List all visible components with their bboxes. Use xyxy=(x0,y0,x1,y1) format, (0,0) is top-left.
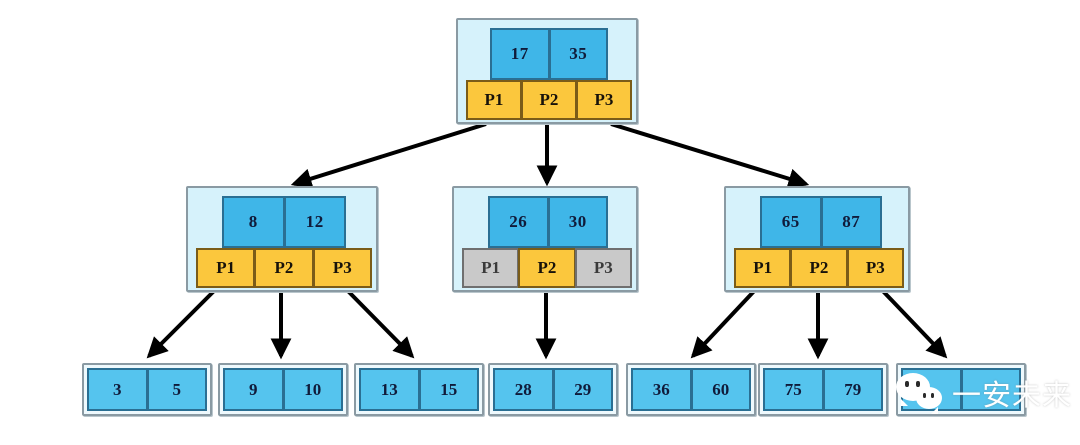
leaf-7-cell-0 xyxy=(901,368,962,411)
leaf-1-cell-0: 3 xyxy=(87,368,148,411)
root-pointer-p3[interactable]: P3 xyxy=(576,80,632,120)
root-key-0: 17 xyxy=(490,28,550,80)
root-keys: 17 35 xyxy=(490,28,608,80)
internal-right-pointer-p1[interactable]: P1 xyxy=(734,248,792,288)
node-leaf-1[interactable]: 3 5 xyxy=(82,363,212,416)
node-leaf-3[interactable]: 13 15 xyxy=(354,363,484,416)
leaf-2-cell-1: 10 xyxy=(283,368,343,411)
node-leaf-7[interactable] xyxy=(896,363,1026,416)
internal-middle-pointer-p2[interactable]: P2 xyxy=(518,248,576,288)
node-leaf-6[interactable]: 75 79 xyxy=(758,363,888,416)
internal-right-pointer-p2[interactable]: P2 xyxy=(790,248,848,288)
internal-middle-pointers: P1 P2 P3 xyxy=(462,248,632,288)
edge-internal-left-p1-to-leaf-1 xyxy=(146,286,219,359)
edge-internal-left-p3-to-leaf-3 xyxy=(343,286,415,359)
leaf-4-cell-1: 29 xyxy=(553,368,613,411)
internal-left-pointer-p2[interactable]: P2 xyxy=(254,248,314,288)
root-pointers: P1 P2 P3 xyxy=(466,80,632,120)
node-leaf-4[interactable]: 28 29 xyxy=(488,363,618,416)
node-internal-left[interactable]: 8 12 P1 P2 P3 xyxy=(186,186,378,292)
node-leaf-5[interactable]: 36 60 xyxy=(626,363,756,416)
leaf-6-cell-1: 79 xyxy=(823,368,883,411)
node-internal-middle[interactable]: 26 30 P1 P2 P3 xyxy=(452,186,638,292)
internal-right-key-0: 65 xyxy=(760,196,822,248)
internal-left-pointer-p3[interactable]: P3 xyxy=(312,248,372,288)
internal-middle-keys: 26 30 xyxy=(488,196,608,248)
leaf-5-cell-0: 36 xyxy=(631,368,692,411)
root-pointer-p2[interactable]: P2 xyxy=(521,80,577,120)
internal-left-pointer-p1[interactable]: P1 xyxy=(196,248,256,288)
internal-right-key-1: 87 xyxy=(821,196,882,248)
internal-left-pointers: P1 P2 P3 xyxy=(196,248,372,288)
leaf-3-cell-1: 15 xyxy=(419,368,479,411)
leaf-3-cell-0: 13 xyxy=(359,368,420,411)
internal-right-pointer-p3[interactable]: P3 xyxy=(846,248,904,288)
leaf-7-cell-1 xyxy=(961,368,1021,411)
internal-left-keys: 8 12 xyxy=(222,196,346,248)
edge-root-p3-to-internal-right xyxy=(610,122,810,189)
edge-internal-right-p1-to-leaf-5 xyxy=(690,286,759,359)
leaf-2-cell-0: 9 xyxy=(223,368,284,411)
leaf-6-cell-0: 75 xyxy=(763,368,824,411)
root-key-1: 35 xyxy=(549,28,608,80)
internal-middle-pointer-p1[interactable]: P1 xyxy=(462,248,520,288)
node-internal-right[interactable]: 65 87 P1 P2 P3 xyxy=(724,186,910,292)
internal-left-key-1: 12 xyxy=(284,196,346,248)
edge-root-p1-to-internal-left xyxy=(290,122,487,189)
node-root[interactable]: 17 35 P1 P2 P3 xyxy=(456,18,638,124)
internal-left-key-0: 8 xyxy=(222,196,285,248)
leaf-4-cell-0: 28 xyxy=(493,368,554,411)
leaf-5-cell-1: 60 xyxy=(691,368,751,411)
internal-middle-key-0: 26 xyxy=(488,196,549,248)
root-pointer-p1[interactable]: P1 xyxy=(466,80,522,120)
internal-right-keys: 65 87 xyxy=(760,196,882,248)
internal-right-pointers: P1 P2 P3 xyxy=(734,248,904,288)
internal-middle-key-1: 30 xyxy=(548,196,608,248)
edge-internal-right-p3-to-leaf-7 xyxy=(878,286,948,359)
node-leaf-2[interactable]: 9 10 xyxy=(218,363,348,416)
internal-middle-pointer-p3[interactable]: P3 xyxy=(574,248,632,288)
leaf-1-cell-1: 5 xyxy=(147,368,207,411)
